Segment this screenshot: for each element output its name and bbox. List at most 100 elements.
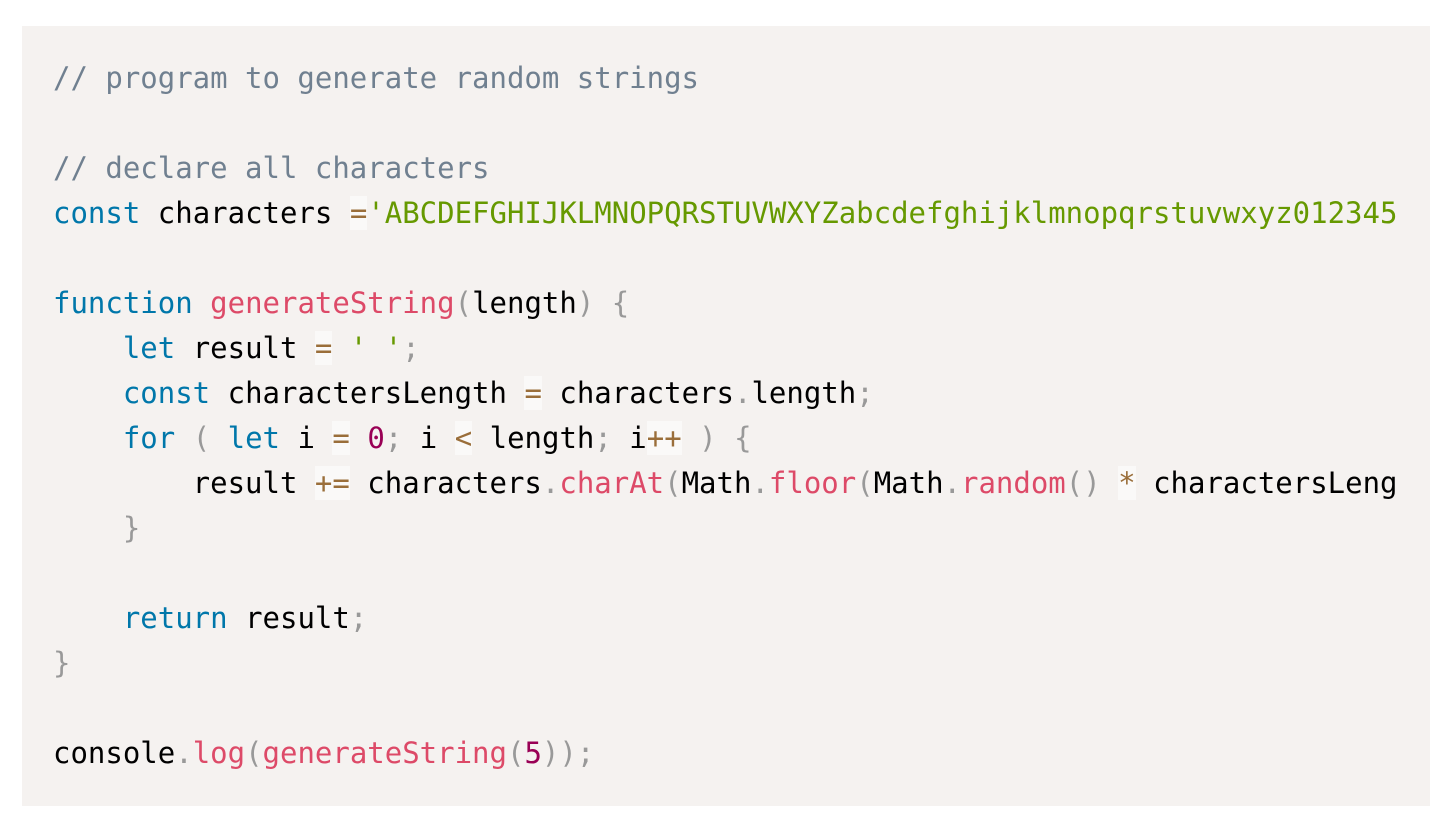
code-text: i <box>611 421 647 455</box>
code-operator: = <box>332 421 350 455</box>
code-keyword: for <box>122 421 176 455</box>
code-text <box>53 376 123 410</box>
code-punctuation: ; <box>594 421 612 455</box>
code-line: const charactersLength = characters.leng… <box>53 371 1398 416</box>
code-line: } <box>53 641 1398 686</box>
code-text <box>53 331 123 365</box>
code-keyword: return <box>122 601 228 635</box>
code-text <box>717 421 734 455</box>
code-line: } <box>53 506 1398 551</box>
code-text: Math <box>681 466 752 500</box>
code-punctuation: . <box>175 736 193 770</box>
code-line <box>53 686 1398 731</box>
code-punctuation: . <box>733 376 752 410</box>
code-punctuation: } <box>122 511 141 545</box>
code-punctuation: ( <box>506 736 525 770</box>
code-text <box>350 421 367 455</box>
code-string: 'ABCDEFGHIJKLMNOPQRSTUVWXYZabcdefghijklm… <box>367 196 1398 230</box>
code-operator: += <box>314 466 350 500</box>
code-keyword: const <box>122 376 211 410</box>
code-keyword: function <box>53 286 193 320</box>
code-punctuation: ; <box>402 331 420 365</box>
code-text: charactersLength <box>210 376 525 410</box>
code-function-name: charAt <box>559 466 665 500</box>
code-punctuation: . <box>751 466 769 500</box>
code-text <box>53 511 123 545</box>
code-operator: = <box>314 331 333 365</box>
code-text <box>53 601 123 635</box>
code-lines: // program to generate random strings //… <box>53 56 1398 776</box>
code-block: // program to generate random strings //… <box>22 26 1430 806</box>
code-text: length <box>472 421 595 455</box>
code-punctuation: { <box>734 421 752 455</box>
code-function-name: generateString <box>210 286 455 320</box>
code-text: i <box>402 421 455 455</box>
code-function-name: floor <box>768 466 857 500</box>
code-punctuation: () <box>1065 466 1101 500</box>
code-punctuation: )); <box>541 736 595 770</box>
code-string: ' ' <box>349 331 403 365</box>
code-punctuation: ( <box>454 286 473 320</box>
code-punctuation: ( <box>245 736 263 770</box>
code-text: result <box>53 466 315 500</box>
code-operator: ++ <box>646 421 682 455</box>
code-text <box>210 421 227 455</box>
code-text <box>53 421 123 455</box>
code-operator: * <box>1118 466 1136 500</box>
code-number: 5 <box>524 736 542 770</box>
code-line: result += characters.charAt(Math.floor(M… <box>53 461 1398 506</box>
code-line: // program to generate random strings <box>53 56 1398 101</box>
code-text <box>332 331 349 365</box>
code-text: Math <box>873 466 944 500</box>
code-text <box>682 421 699 455</box>
code-line: console.log(generateString(5)); <box>53 731 1398 776</box>
code-punctuation: ) <box>699 421 717 455</box>
code-function-name: generateString <box>262 736 507 770</box>
code-punctuation: . <box>943 466 961 500</box>
code-punctuation: . <box>541 466 560 500</box>
code-line: for ( let i = 0; i < length; i++ ) { <box>53 416 1398 461</box>
code-line: return result; <box>53 596 1398 641</box>
code-comment: // declare all characters <box>53 151 490 185</box>
code-line <box>53 236 1398 281</box>
code-text: result <box>227 601 350 635</box>
code-punctuation: ) <box>576 286 595 320</box>
code-function-name: random <box>961 466 1066 500</box>
code-line: const characters ='ABCDEFGHIJKLMNOPQRSTU… <box>53 191 1398 236</box>
code-operator: = <box>349 196 368 230</box>
code-text: characters <box>541 376 734 410</box>
code-punctuation: ; <box>384 421 403 455</box>
code-line <box>53 101 1398 146</box>
code-punctuation: ( <box>192 421 211 455</box>
code-punctuation: ( <box>856 466 874 500</box>
code-line: function generateString(length) { <box>53 281 1398 326</box>
code-operator: < <box>454 421 473 455</box>
code-keyword: let <box>227 421 281 455</box>
code-text <box>193 286 210 320</box>
code-text: characters <box>140 196 350 230</box>
code-text: charactersLeng <box>1135 466 1398 500</box>
code-text: i <box>280 421 333 455</box>
code-text <box>594 286 611 320</box>
code-punctuation: { <box>611 286 630 320</box>
code-number: 0 <box>367 421 385 455</box>
code-function-name: log <box>192 736 246 770</box>
code-text: characters <box>349 466 542 500</box>
code-punctuation: ( <box>664 466 682 500</box>
code-text: console <box>53 736 176 770</box>
code-punctuation: } <box>53 646 71 680</box>
code-text: result <box>175 331 315 365</box>
code-text: length <box>472 286 577 320</box>
code-line: // declare all characters <box>53 146 1398 191</box>
code-text <box>175 421 192 455</box>
code-punctuation: ; <box>856 376 874 410</box>
code-punctuation: ; <box>349 601 368 635</box>
code-line: let result = ' '; <box>53 326 1398 371</box>
code-keyword: const <box>53 196 141 230</box>
code-keyword: let <box>122 331 176 365</box>
code-comment: // program to generate random strings <box>53 61 700 95</box>
code-line <box>53 551 1398 596</box>
code-text <box>1101 466 1118 500</box>
code-operator: = <box>524 376 542 410</box>
code-text: length <box>751 376 857 410</box>
